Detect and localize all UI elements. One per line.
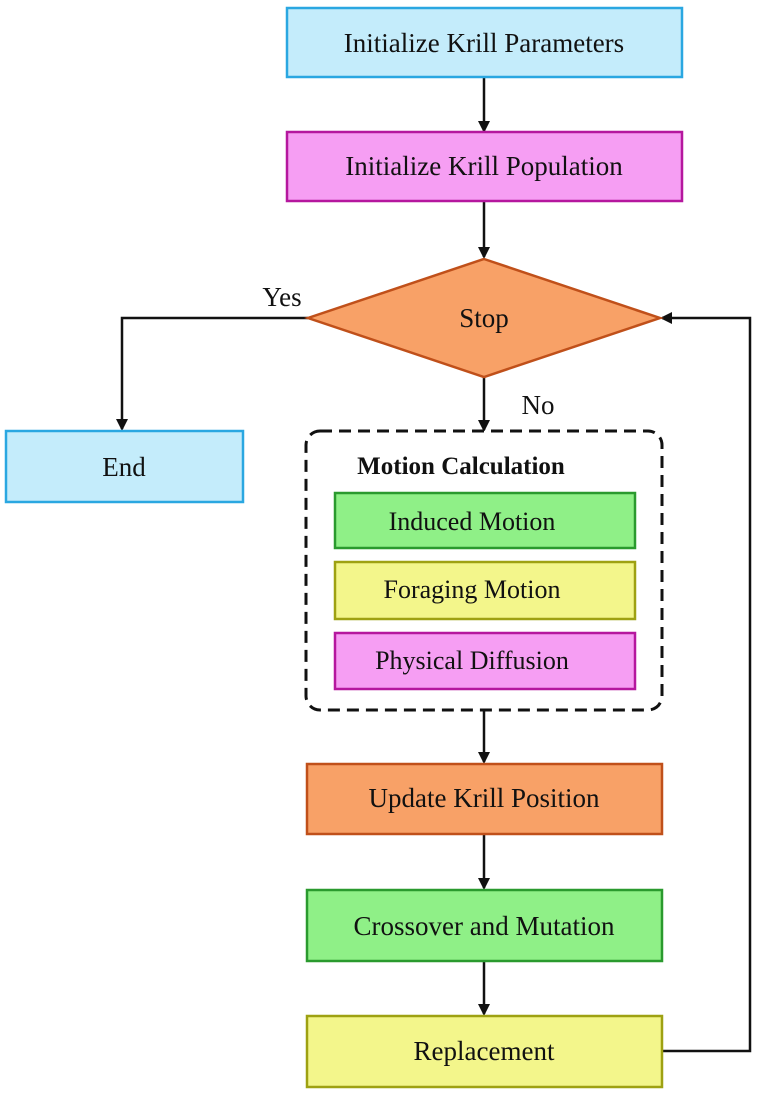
node-initialize-population: Initialize Krill Population <box>285 130 684 203</box>
node-initialize-parameters-label: Initialize Krill Parameters <box>344 28 624 58</box>
node-physical-diffusion-label: Physical Diffusion <box>375 646 569 675</box>
node-induced-motion-label: Induced Motion <box>389 507 556 536</box>
edge-stop-yes-to-end <box>116 316 308 431</box>
edge-label-yes: Yes <box>262 282 301 312</box>
node-replacement-label: Replacement <box>414 1036 555 1066</box>
node-end: End <box>4 429 245 504</box>
node-stop-decision: Stop <box>304 257 664 379</box>
node-update-position: Update Krill Position <box>305 762 664 836</box>
node-crossover-mutation-label: Crossover and Mutation <box>354 911 615 941</box>
node-initialize-parameters: Initialize Krill Parameters <box>285 6 684 79</box>
node-foraging-motion: Foraging Motion <box>333 560 637 621</box>
edge-replacement-loop-to-stop <box>660 312 752 1053</box>
node-induced-motion: Induced Motion <box>333 491 637 550</box>
node-initialize-population-label: Initialize Krill Population <box>345 151 623 181</box>
node-update-position-label: Update Krill Position <box>369 783 600 813</box>
group-motion-calculation: Motion Calculation Induced Motion Foragi… <box>304 429 664 712</box>
node-replacement: Replacement <box>305 1014 664 1089</box>
edge-label-no: No <box>522 390 555 420</box>
node-end-label: End <box>102 452 146 482</box>
node-stop-label: Stop <box>459 303 509 333</box>
node-foraging-motion-label: Foraging Motion <box>384 575 561 604</box>
node-crossover-mutation: Crossover and Mutation <box>305 888 664 963</box>
group-motion-calculation-title: Motion Calculation <box>357 453 565 480</box>
node-physical-diffusion: Physical Diffusion <box>333 631 637 691</box>
